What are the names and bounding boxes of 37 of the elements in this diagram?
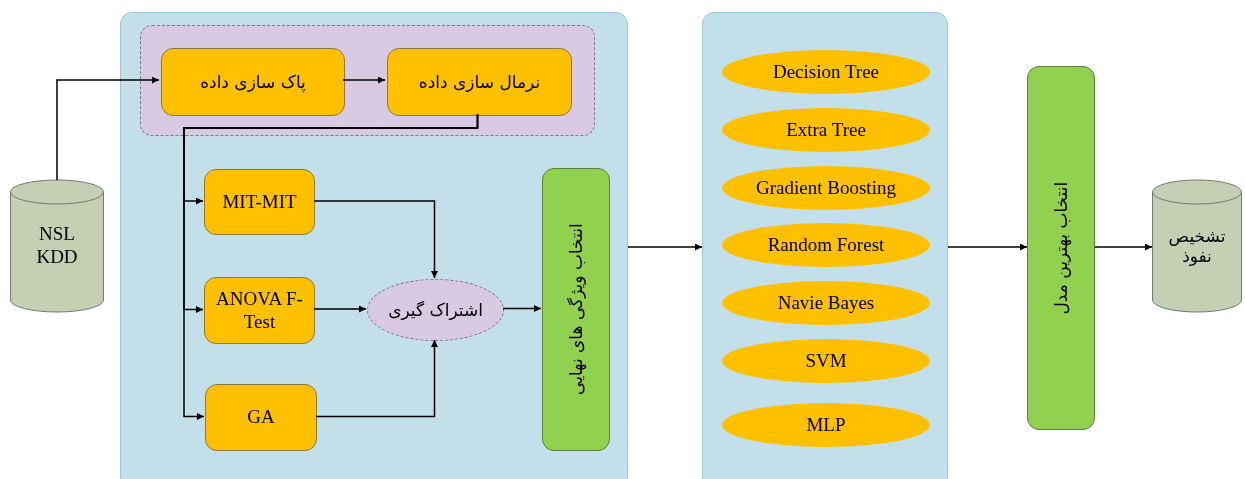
node-label: MLP [806, 413, 846, 437]
node-label: Random Forest [767, 233, 885, 257]
arrow [502, 305, 542, 312]
node-label: تشخیص نفوذ [1167, 225, 1227, 267]
node-label: انتخاب ویژگی های نهایی [565, 223, 587, 396]
process-bar [542, 168, 610, 451]
node-label: Gradient Boosting [756, 176, 896, 200]
node-label: انتخاب بهترین مدل [1050, 181, 1072, 315]
node-label: MIT-MIT [222, 190, 297, 214]
arrow [627, 243, 703, 251]
process-box [387, 48, 572, 116]
node-label: SVM [805, 349, 847, 373]
node-label: نرمال سازی داده [418, 71, 541, 93]
panel-background [120, 12, 628, 479]
node-label: NSL KDD [35, 223, 79, 269]
node-label: Navie Bayes [777, 291, 875, 315]
process-box [161, 48, 345, 116]
arrow [315, 339, 438, 418]
arrow [342, 76, 386, 84]
node-label: Extra Tree [786, 118, 866, 142]
node-label: اشتراک گیری [388, 299, 483, 321]
arrow [313, 305, 367, 313]
arrow [947, 243, 1028, 251]
process-box [205, 384, 317, 451]
process-bar [1027, 66, 1095, 430]
process-box [204, 277, 315, 344]
panel-background [702, 12, 948, 479]
arrow [56, 76, 160, 181]
arrow [1094, 243, 1153, 251]
arrow [313, 200, 438, 279]
process-box [204, 169, 315, 235]
node-label: GA [247, 406, 275, 429]
node-label: ANOVA F-Test [215, 287, 304, 334]
arrow [183, 113, 479, 420]
node-label: Decision Tree [772, 60, 880, 84]
node-label: پاک سازی داده [200, 71, 306, 93]
group-background [140, 25, 595, 136]
